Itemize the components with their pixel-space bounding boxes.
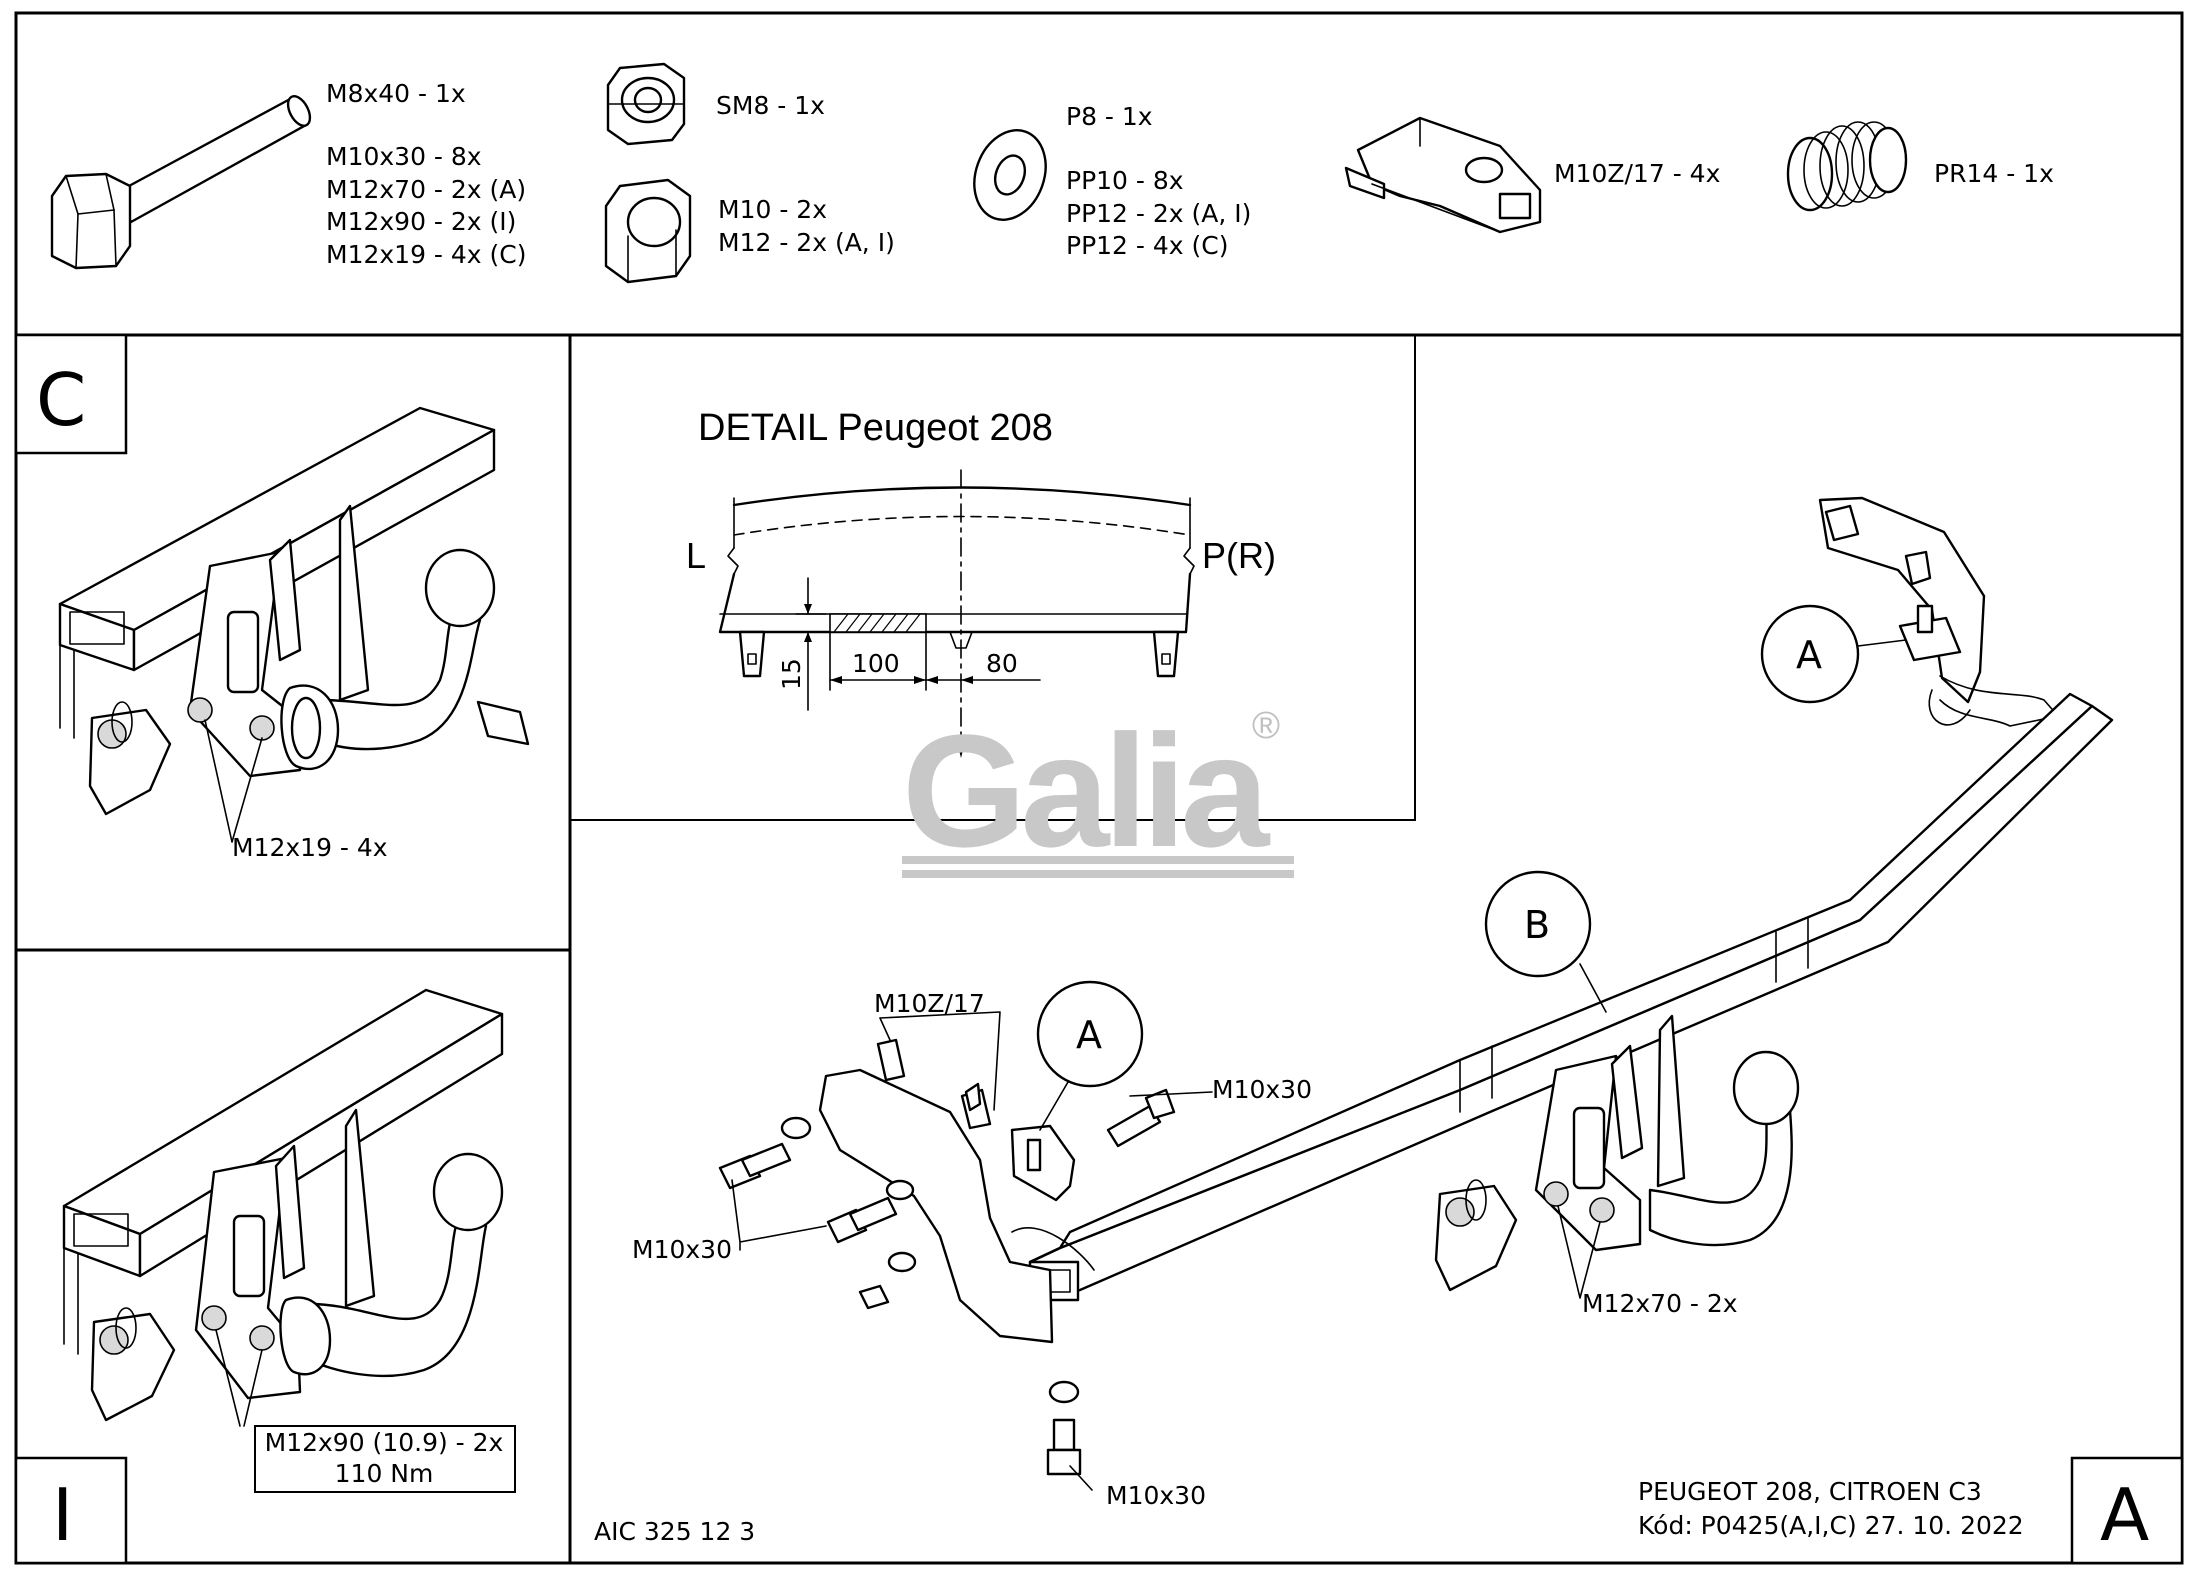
cage-nut-label: M10Z/17 - 4x — [1554, 159, 1720, 188]
locknut-icon — [606, 62, 686, 146]
ball-hitch-i — [194, 1108, 504, 1400]
bolt-callout-bottom: M10x30 — [1106, 1481, 1206, 1510]
spring-icon — [1786, 121, 1908, 212]
bolt-heads-i — [201, 1305, 275, 1351]
left-bracket — [818, 1038, 1095, 1344]
watermark-registered: ® — [1252, 705, 1280, 747]
sheet-letter: A — [2100, 1473, 2149, 1557]
spring-socket-c — [88, 701, 172, 816]
panel-c: C M12x19 - — [14, 333, 530, 862]
bolt-heads-main — [1543, 1181, 1615, 1223]
washer-label-pp12-ai: PP12 - 2x (A, I) — [1066, 199, 1251, 228]
panel-c-letter-box — [14, 333, 128, 455]
washer-label-pp12-c: PP12 - 4x (C) — [1066, 231, 1229, 260]
detail-dim-100: 100 — [852, 649, 900, 678]
panel-i-letter-box — [14, 1456, 128, 1565]
panel-c-callout: M12x19 - 4x — [232, 833, 388, 862]
bolt-label-m12x70: M12x70 - 2x (A) — [326, 175, 526, 204]
bolt-label-m12x19: M12x19 - 4x (C) — [326, 240, 527, 269]
bolt-callout-left: M10x30 — [632, 1235, 732, 1264]
bubble-b — [1484, 870, 1592, 978]
ball-bolt-callout: M12x70 - 2x — [1582, 1289, 1738, 1318]
detail-left-label: L — [686, 535, 706, 576]
washer-label-p8: P8 - 1x — [1066, 102, 1153, 131]
detail-view: DETAIL Peugeot 208 L P(R) 100 — [686, 407, 1276, 758]
sheet-frame — [14, 11, 2184, 1565]
loose-fasteners — [718, 1014, 1176, 1476]
main-assembly: A B A M10Z/17 M10x30 M10x30 M10x30 M12x7… — [632, 496, 2114, 1510]
hex-nut-icon — [604, 178, 692, 284]
panel-i: I M12x90 (10.9) - 2 — [14, 988, 516, 1565]
bubble-a-low-label: A — [1076, 1013, 1102, 1057]
detail-title: DETAIL Peugeot 208 — [698, 407, 1053, 449]
drawing-code: AIC 325 12 3 — [594, 1517, 755, 1546]
bubble-a-low — [1036, 980, 1144, 1088]
cage-nut-icon — [1344, 116, 1542, 234]
cage-nut-callout: M10Z/17 — [874, 989, 985, 1018]
bolt-callout-upper: M10x30 — [1212, 1075, 1312, 1104]
locknut-label: SM8 - 1x — [716, 91, 825, 120]
detail-dim-15: 15 — [777, 658, 806, 690]
bolt-label-m12x90: M12x90 - 2x (I) — [326, 207, 516, 236]
spring-socket-i — [90, 1307, 176, 1422]
galia-watermark: Galia ® — [902, 701, 1294, 880]
panel-i-letter: I — [52, 1473, 73, 1557]
spring-label: PR14 - 1x — [1934, 159, 2054, 188]
detail-dim-80: 80 — [986, 649, 1018, 678]
panel-i-callout-torque: 110 Nm — [335, 1459, 434, 1488]
bolt-icon — [50, 95, 312, 270]
bolt-label-m8x40: M8x40 - 1x — [326, 79, 466, 108]
bolt-label-m10x30: M10x30 - 8x — [326, 142, 482, 171]
panel-c-letter: C — [36, 358, 86, 442]
panel-i-callout-bolt: M12x90 (10.9) - 2x — [265, 1428, 504, 1457]
panel-i-callout-box — [254, 1425, 516, 1493]
watermark-logo-text: Galia — [902, 701, 1270, 880]
bubble-a-top — [1760, 604, 1860, 704]
bubble-b-label: B — [1524, 903, 1550, 947]
nut-label-m12: M12 - 2x (A, I) — [718, 228, 895, 257]
bolt-heads-c — [187, 697, 275, 741]
detail-right-label: P(R) — [1202, 535, 1276, 576]
nut-label-m10: M10 - 2x — [718, 195, 827, 224]
washer-label-pp10: PP10 - 8x — [1066, 166, 1184, 195]
washer-icon — [973, 129, 1047, 221]
ball-hitch-c — [188, 504, 530, 778]
bubble-a-top-label: A — [1796, 633, 1822, 677]
sheet-letter-box — [2070, 1456, 2184, 1565]
spring-socket-main — [1434, 1179, 1518, 1292]
vehicle-name: PEUGEOT 208, CITROEN C3 — [1638, 1477, 1982, 1506]
code-date: Kód: P0425(A,I,C) 27. 10. 2022 — [1638, 1511, 2024, 1540]
right-bracket — [1818, 496, 2059, 727]
